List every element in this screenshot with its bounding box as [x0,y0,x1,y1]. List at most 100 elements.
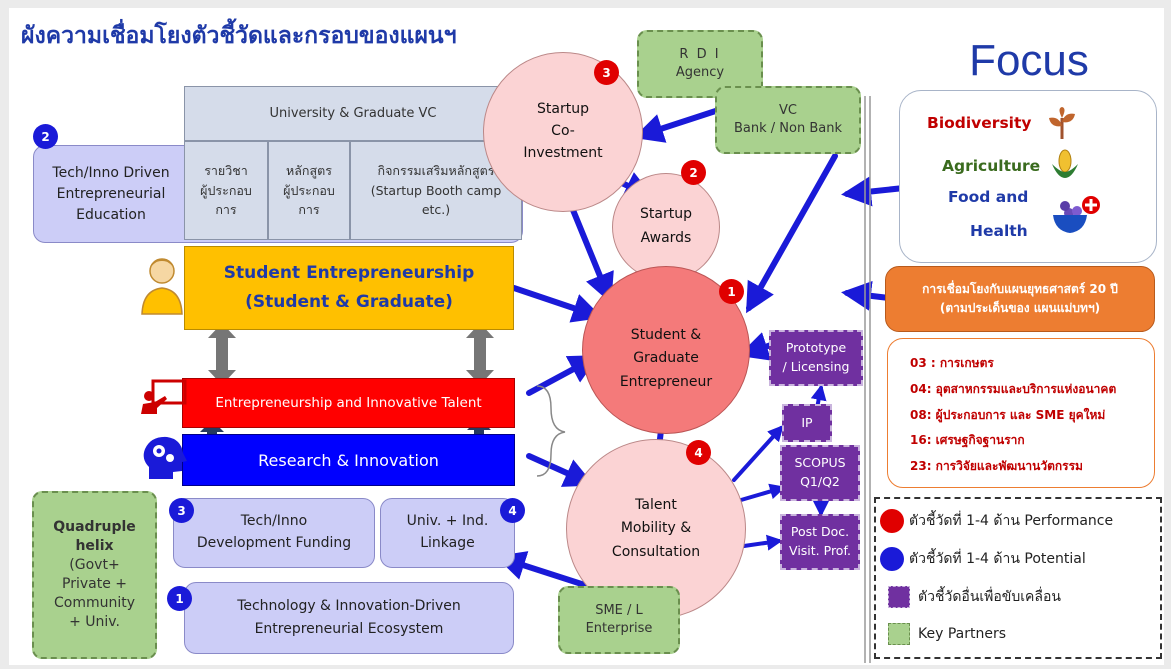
awards-line: Startup [640,206,692,223]
arrow-research-to-talent [526,453,595,487]
head-gears-icon [143,436,187,479]
connector-layer [200,96,907,663]
arrow-talent-to-ip [732,425,784,482]
ecosystem-line: Technology & Innovation-Driven [237,597,461,614]
funding-line: Development Funding [196,535,352,551]
focus-item-food: Food and [948,188,1029,206]
student-entrepreneurship-box: Student Entrepreneurship (Student & Grad… [184,246,514,330]
scopus-line: SCOPUS [794,455,846,471]
cell-line: การ [215,202,237,218]
education-line: Education [76,206,146,223]
diagram-slide: ผังความเชื่อมโยงตัวชี้วัดและกรอบของแผนฯ … [9,8,1164,665]
funding-box: Tech/Inno Development Funding [173,498,375,568]
strategy-item: 04: อุตสาหกรรมและบริการแห่งอนาคต [910,381,1117,396]
quadruple-line: + Univ. [69,613,120,630]
quadruple-line: (Govt+ [69,557,120,574]
divider-lines [864,96,871,663]
arrow-strategy-to-center [841,280,892,311]
focus-panel [899,90,1157,263]
focus-item-biodiversity: Biodiversity [927,114,1032,132]
awards-badge: 2 [681,160,706,185]
student-line: (Student & Graduate) [245,292,453,312]
legend-purple-square-icon [888,586,910,608]
cell-line: หลักสูตร [286,163,332,179]
cell-line: ผู้ประกอบ [283,182,335,198]
legend-performance: ตัวชี้วัดที่ 1-4 ด้าน Performance [880,509,1113,533]
funding-badge: 3 [169,498,194,523]
linkage-line: Linkage [420,535,475,551]
graduate-line: Graduate [633,350,699,367]
ip-box: IP [782,404,832,442]
ip-line: IP [801,414,813,430]
legend-potential: ตัวชี้วัดที่ 1-4 ด้าน Potential [880,547,1086,571]
quadruple-line: Community [53,594,136,611]
cell-line: รายวิชา [204,163,248,179]
funding-line: Tech/Inno [240,513,308,530]
linkage-box: Univ. + Ind. Linkage [380,498,515,568]
course-cell-curriculum: หลักสูตร ผู้ประกอบ การ [268,141,350,240]
research-innovation-bar: Research & Innovation [182,434,515,486]
coinvest-line: Co- [551,123,575,140]
ecosystem-badge: 1 [167,586,192,611]
legend-label: Key Partners [918,626,1007,642]
quadruple-line: Quadruple [53,519,136,536]
legend-other: ตัวชี้วัดอื่นเพื่อขับเคลื่อน [888,586,1061,608]
cell-line: ผู้ประกอบ [200,182,252,198]
coinvest-badge: 3 [594,60,619,85]
prototype-line: / Licensing [782,359,850,374]
awards-line: Awards [640,230,692,246]
quadruple-line: helix [75,538,114,555]
quadruple-line: Private + [62,576,127,592]
vc-bank-box: VC Bank / Non Bank [715,86,861,154]
legend-blue-circle-icon [880,547,904,571]
rdi-line: R D I [679,47,721,63]
research-innovation-label: Research & Innovation [258,450,439,470]
strategy-header-line: (ตามประเด็นของ แผนแม่บทฯ) [939,301,1101,315]
arrow-talent-to-scopus [739,483,786,502]
talent-line: Consultation [611,543,701,560]
quadruple-helix-box: Quadruple helix (Govt+ Private + Communi… [32,491,157,659]
cell-line: (Startup Booth camp [370,182,502,198]
graduate-line: Entrepreneur [619,373,713,390]
coinvest-line: Startup [537,101,589,118]
legend-label: ตัวชี้วัดที่ 1-4 ด้าน Potential [909,551,1086,567]
food-bowl-icon [1053,196,1100,233]
sme-line: SME / L [595,603,643,619]
scopus-box: SCOPUS Q1/Q2 [780,445,860,501]
graduate-badge: 1 [719,279,744,304]
postdoc-line: Visit. Prof. [789,543,851,558]
arrow-focus-to-center [841,176,907,207]
focus-heading: Focus [969,36,1089,85]
strategy-header: การเชื่อมโยงกับแผนยุทธศาสตร์ 20 ปี (ตามป… [885,266,1155,332]
talent-line: Talent [635,497,677,514]
arrow-sme-to-linkage [495,551,597,591]
strategy-header-line: การเชื่อมโยงกับแผนยุทธศาสตร์ 20 ปี [922,281,1118,296]
plant-icon [1049,107,1075,139]
focus-item-health: Health [970,222,1028,240]
coinvestment-circle: Startup Co- Investment [483,52,643,212]
linkage-line: Univ. + Ind. [406,513,489,530]
talent-line: Mobility & [620,520,692,537]
course-cell-subject: รายวิชา ผู้ประกอบ การ [184,141,268,240]
vc-line: Bank / Non Bank [734,121,842,136]
cell-line: การ [298,202,320,218]
prototype-licensing-box: Prototype / Licensing [769,330,863,386]
legend-green-square-icon [888,623,910,645]
sme-line: Enterprise [585,621,653,636]
linkage-badge: 4 [500,498,525,523]
ecosystem-box: Technology & Innovation-Driven Entrepren… [184,582,514,654]
startup-awards-circle: Startup Awards [612,173,720,281]
postdoc-line: Post Doc. [790,524,850,540]
student-person-icon [141,258,183,315]
scopus-line: Q1/Q2 [800,474,840,489]
prototype-line: Prototype [785,340,847,356]
legend-label: ตัวชี้วัดอื่นเพื่อขับเคลื่อน [918,589,1061,605]
vc-line: VC [779,103,797,119]
bracket [536,385,566,477]
student-line: Student Entrepreneurship [223,263,475,284]
innovative-talent-label: Entrepreneurship and Innovative Talent [215,395,482,411]
education-line: Entrepreneurial [56,185,166,202]
innovative-talent-bar: Entrepreneurship and Innovative Talent [182,378,515,428]
university-vc-box: University & Graduate VC [184,86,522,141]
page-title: ผังความเชื่อมโยงตัวชี้วัดและกรอบของแผนฯ [21,23,457,49]
